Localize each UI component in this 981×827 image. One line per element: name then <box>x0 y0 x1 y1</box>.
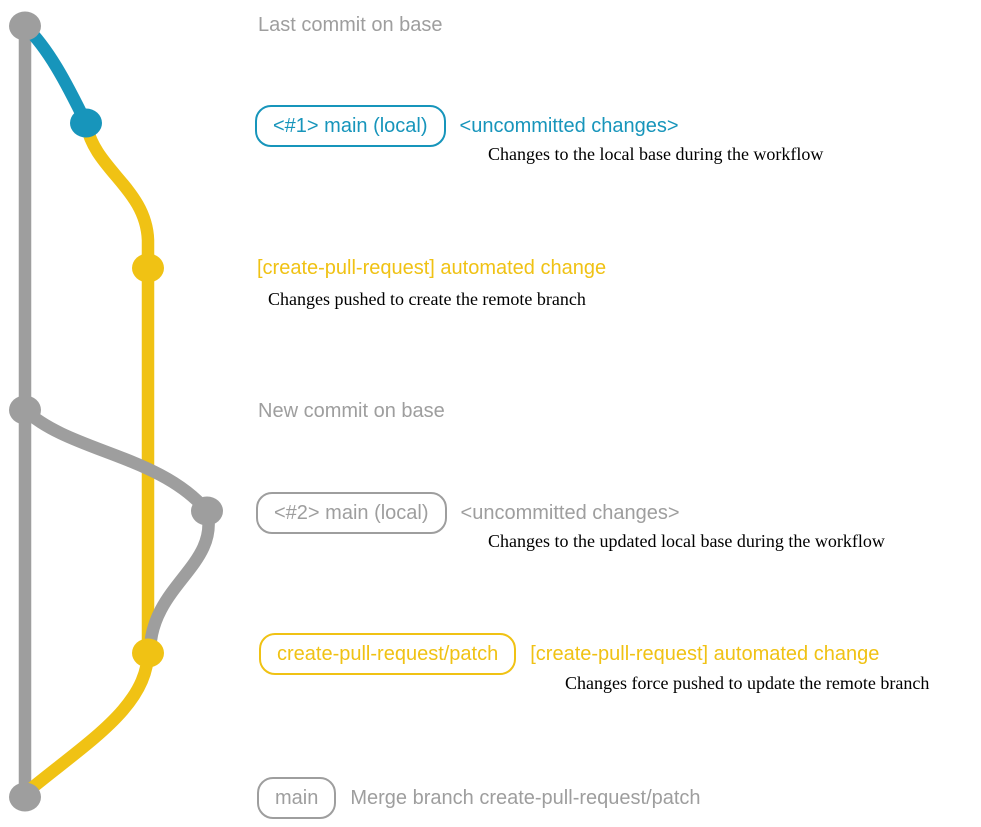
commit-node-base-1 <box>9 11 41 41</box>
uncommitted-changes-1-label: <uncommitted changes> <box>459 115 679 137</box>
commit-node-local-main-2 <box>191 496 223 526</box>
merge-row: main Merge branch create-pull-request/pa… <box>257 777 701 819</box>
commit-node-patch-2 <box>132 638 164 668</box>
base-update-edge <box>20 405 212 516</box>
automated-change-2-label: [create-pull-request] automated change <box>530 643 880 665</box>
patch-branch-row: create-pull-request/patch [create-pull-r… <box>259 633 879 675</box>
rebase-edge <box>143 509 215 651</box>
local-base-note-1: Changes to the local base during the wor… <box>488 144 824 164</box>
local-main-2-badge: <#2> main (local) <box>256 492 447 534</box>
local-main-1-row: <#1> main (local) <uncommitted changes> <box>255 105 679 147</box>
last-commit-label: Last commit on base <box>258 14 443 36</box>
commit-node-base-2 <box>9 395 41 425</box>
pushed-note: Changes pushed to create the remote bran… <box>268 289 586 309</box>
local-main-1-badge: <#1> main (local) <box>255 105 446 147</box>
commit-node-merge <box>9 782 41 812</box>
force-pushed-note: Changes force pushed to update the remot… <box>565 673 930 693</box>
local-main-1-edge <box>20 21 92 126</box>
main-badge: main <box>257 777 337 819</box>
merge-commit-label: Merge branch create-pull-request/patch <box>350 787 701 809</box>
automated-change-1-label: [create-pull-request] automated change <box>257 257 607 279</box>
local-main-2-row: <#2> main (local) <uncommitted changes> <box>256 492 680 534</box>
local-base-note-2: Changes to the updated local base during… <box>488 531 885 551</box>
patch-branch-badge: create-pull-request/patch <box>259 633 517 675</box>
new-commit-label: New commit on base <box>258 400 445 422</box>
commit-node-local-main-1 <box>70 108 102 138</box>
uncommitted-changes-2-label: <uncommitted changes> <box>460 502 680 524</box>
commit-node-patch-1 <box>132 253 164 283</box>
